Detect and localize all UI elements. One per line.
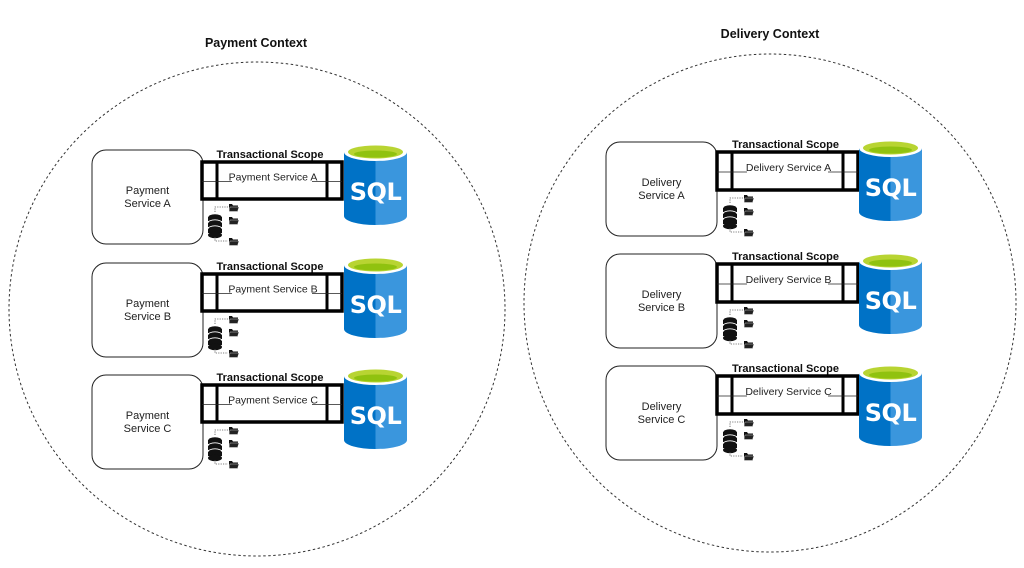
folder-icon	[228, 204, 240, 212]
folder-icon	[743, 419, 755, 427]
folder-icon	[743, 307, 755, 315]
sql-database-icon: SQL	[344, 143, 407, 225]
service-name-line2: Service A	[638, 190, 685, 202]
transactional-scope-bar: Payment Service A	[200, 160, 344, 201]
sql-label: SQL	[350, 402, 402, 430]
bounded-context-boundary	[523, 53, 1017, 553]
service-box-shape	[91, 374, 204, 470]
scope-bar-outline	[200, 272, 344, 313]
folder-icon	[743, 320, 755, 328]
service-name-line2: Service A	[124, 198, 171, 210]
folder-icon	[743, 432, 755, 440]
folder-icon	[228, 427, 240, 435]
service-name-line2: Service C	[638, 414, 686, 426]
service-name-line1: Delivery	[642, 289, 682, 301]
service-box-shape	[91, 149, 204, 245]
scope-bar-outline	[200, 383, 344, 424]
scope-bar-label: Payment Service B	[228, 284, 317, 296]
folder-icon	[228, 217, 240, 225]
scope-bar-label: Delivery Service B	[746, 274, 832, 286]
sql-database-icon: SQL	[859, 252, 922, 334]
transactional-scope-bar: Payment Service B	[200, 272, 344, 313]
scope-bar-label: Payment Service C	[228, 395, 318, 407]
database-icon	[722, 307, 755, 349]
scope-bar-label: Payment Service A	[229, 172, 318, 184]
scope-bar-label: Delivery Service C	[745, 386, 832, 398]
transactional-scope-bar: Delivery Service B	[715, 262, 860, 304]
service-name-line1: Delivery	[642, 177, 682, 189]
service-name-line2: Service B	[124, 311, 171, 323]
transactional-scope-label: Transactional Scope	[217, 149, 324, 161]
service-box-shape	[605, 141, 718, 237]
folder-icon	[228, 440, 240, 448]
folder-icon	[228, 329, 240, 337]
database-icon	[722, 195, 755, 237]
folder-icon	[228, 461, 240, 469]
folder-icon	[228, 350, 240, 358]
database-icon	[207, 427, 240, 469]
folder-icon	[743, 453, 755, 461]
sql-label: SQL	[350, 291, 402, 319]
transactional-scope-label: Transactional Scope	[732, 363, 839, 375]
transactional-scope-label: Transactional Scope	[732, 139, 839, 151]
database-icon	[207, 204, 240, 246]
folder-icon	[743, 208, 755, 216]
database-icon	[722, 419, 755, 461]
database-icon	[207, 316, 240, 358]
transactional-scope-bar: Payment Service C	[200, 383, 344, 424]
service-name-line1: Payment	[126, 185, 169, 197]
folder-icon	[228, 316, 240, 324]
sql-database-icon: SQL	[859, 139, 922, 221]
transactional-scope-bar: Delivery Service A	[715, 150, 860, 192]
service-box-shape	[605, 365, 718, 461]
sql-database-icon: SQL	[344, 367, 407, 449]
folder-icon	[743, 195, 755, 203]
folder-icon	[743, 229, 755, 237]
transactional-scope-label: Transactional Scope	[732, 251, 839, 263]
sql-label: SQL	[865, 174, 917, 202]
service-name-line2: Service C	[124, 423, 172, 435]
scope-bar-outline	[200, 160, 344, 201]
service-name-line1: Payment	[126, 298, 169, 310]
service-box-shape	[605, 253, 718, 349]
sql-label: SQL	[865, 399, 917, 427]
sql-label: SQL	[865, 287, 917, 315]
service-name-line1: Delivery	[642, 401, 682, 413]
scope-bar-outline	[715, 374, 860, 416]
scope-bar-outline	[715, 262, 860, 304]
bounded-context-boundary	[8, 61, 506, 557]
service-box-shape	[91, 262, 204, 358]
service-name-line1: Payment	[126, 410, 169, 422]
context-title: Delivery Context	[721, 27, 820, 41]
service-name-line2: Service B	[638, 302, 685, 314]
scope-bar-label: Delivery Service A	[746, 162, 831, 174]
sql-database-icon: SQL	[344, 256, 407, 338]
folder-icon	[228, 238, 240, 246]
context-title: Payment Context	[205, 36, 308, 50]
folder-icon	[743, 341, 755, 349]
sql-database-icon: SQL	[859, 364, 922, 446]
scope-bar-outline	[715, 150, 860, 192]
sql-label: SQL	[350, 178, 402, 206]
transactional-scope-label: Transactional Scope	[217, 372, 324, 384]
transactional-scope-label: Transactional Scope	[217, 261, 324, 273]
transactional-scope-bar: Delivery Service C	[715, 374, 860, 416]
